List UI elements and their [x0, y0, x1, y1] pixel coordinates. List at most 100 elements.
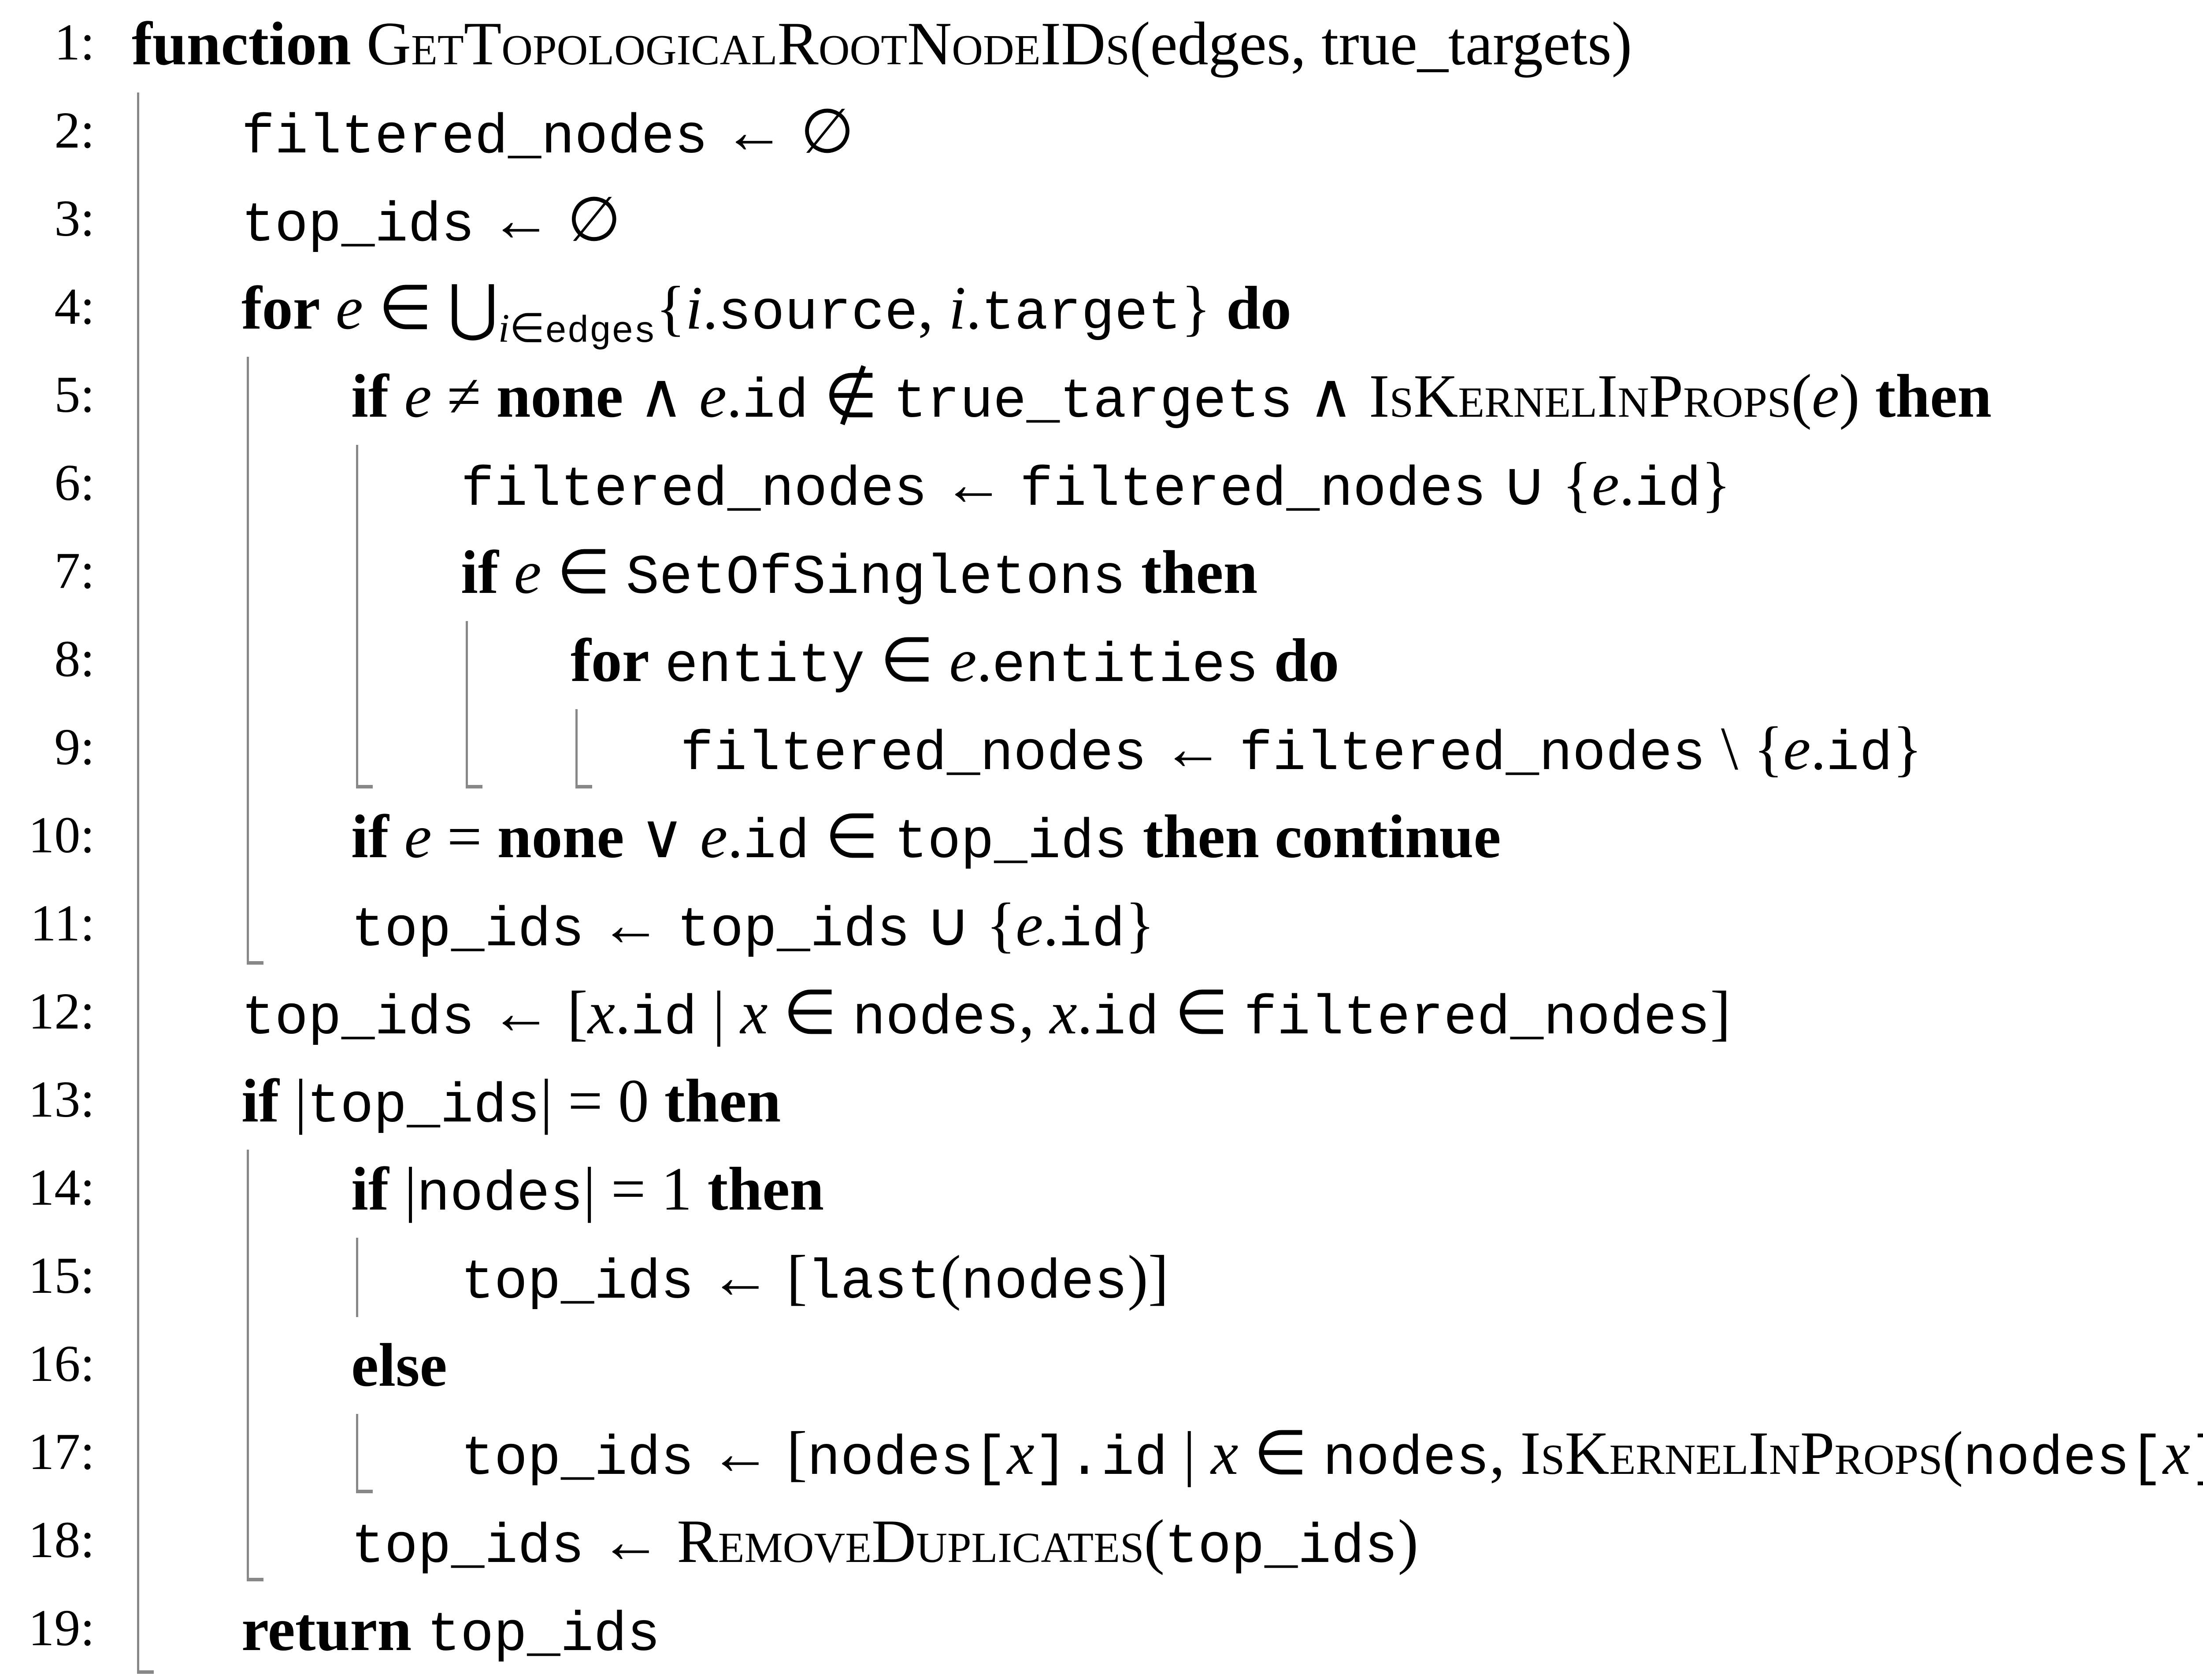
statement: if e ∈ SetOfSingletons then — [461, 538, 1258, 610]
op: ∧ — [1308, 362, 1354, 430]
keyword: return — [241, 1595, 412, 1664]
func: last — [807, 1251, 941, 1314]
var: nodes — [1323, 1428, 1490, 1491]
algo-line-16: 16: else — [0, 1321, 2203, 1410]
keyword: then — [664, 1067, 781, 1135]
var: top_ids — [307, 1075, 540, 1138]
var: top_ids — [351, 899, 585, 962]
block-end-tick — [356, 785, 373, 788]
line-number: 17: — [28, 1423, 95, 1480]
func: RemoveDuplicates — [677, 1507, 1144, 1576]
statement: top_ids ← [last(nodes)] — [461, 1243, 1169, 1314]
op: = — [567, 1067, 603, 1135]
block-guide-function — [137, 93, 139, 1674]
op: = — [611, 1155, 646, 1223]
block-guide-for — [247, 357, 249, 965]
var: top_ids — [351, 1516, 585, 1579]
statement: return top_ids — [241, 1590, 660, 1675]
algo-line-15: 15: top_ids ← [last(nodes)] — [0, 1233, 2203, 1321]
function-header: function GetTopologicalRootNodeIDs(edges… — [132, 4, 1632, 84]
function-params: (edges, true_targets) — [1129, 10, 1632, 78]
line-number: 10: — [28, 806, 95, 864]
block-end-tick — [356, 1490, 373, 1493]
keyword: continue — [1275, 803, 1501, 871]
empty-set: ∅ — [800, 98, 854, 166]
keyword: if — [351, 803, 389, 871]
keyword: else — [351, 1331, 447, 1399]
var: top_ids — [241, 194, 475, 257]
statement: else — [351, 1326, 447, 1405]
var: top_ids — [1165, 1516, 1398, 1579]
assign-arrow: ← — [490, 979, 552, 1047]
statement: top_ids ← [nodes[x].id | x ∈ nodes, IsKe… — [461, 1419, 2203, 1491]
statement: top_ids ← top_ids ∪ {e.id} — [351, 891, 1155, 962]
block-end-tick — [247, 1578, 263, 1581]
var: nodes — [961, 1251, 1128, 1314]
keyword: if — [241, 1067, 279, 1135]
block-guide-else — [356, 1414, 358, 1493]
algo-line-8: 8: for entity ∈ e.entities do — [0, 617, 2203, 705]
algo-line-9: 9: filtered_nodes ← filtered_nodes \ {e.… — [0, 705, 2203, 793]
field: id — [742, 370, 809, 433]
assign-arrow: ← — [709, 1243, 771, 1311]
keyword: then — [1141, 538, 1258, 607]
line-number: 8: — [54, 630, 95, 688]
var: nodes — [807, 1428, 974, 1491]
func: IsKernelInProps — [1369, 362, 1791, 430]
statement: for entity ∈ e.entities do — [571, 626, 1339, 698]
block-guide-for-entity — [575, 709, 578, 788]
algo-line-4: 4: for e ∈ ⋃i∈edges{i.source, i.target} … — [0, 264, 2203, 353]
function-name: GetTopologicalRootNodeIDs — [366, 10, 1130, 78]
field: id — [1101, 1428, 1168, 1491]
func: IsKernelInProps — [1520, 1419, 1943, 1488]
field: entities — [992, 635, 1259, 698]
assign-arrow: ← — [490, 186, 552, 254]
keyword: none — [497, 803, 624, 871]
keyword: do — [1274, 626, 1339, 695]
var: edges — [545, 311, 656, 353]
assign-arrow: ← — [1162, 714, 1224, 783]
var: filtered_nodes — [680, 723, 1147, 786]
algo-line-2: 2: filtered_nodes ← ∅ — [0, 88, 2203, 176]
statement: if e ≠ none ∧ e.id ∉ true_targets ∧ IsKe… — [351, 362, 1992, 433]
keyword: none — [496, 362, 623, 430]
field: id — [1634, 459, 1702, 522]
statement: top_ids ← RemoveDuplicates(top_ids) — [351, 1507, 1419, 1579]
keyword: if — [351, 362, 389, 430]
block-guide-if — [356, 445, 358, 788]
op: ∈ — [880, 626, 934, 695]
line-number: 19: — [28, 1599, 95, 1657]
algo-line-10: 10: if e = none ∨ e.id ∈ top_ids then co… — [0, 793, 2203, 881]
line-number: 14: — [28, 1158, 95, 1216]
op: ∈ — [1254, 1419, 1308, 1488]
block-guide-if-single — [356, 1238, 358, 1317]
keyword: then — [1875, 362, 1992, 430]
statement: if |top_ids| = 0 then — [241, 1067, 781, 1138]
statement: filtered_nodes ← filtered_nodes \ {e.id} — [680, 714, 1922, 786]
op: ∈ — [556, 538, 611, 607]
keyword-function: function — [132, 10, 351, 78]
keyword: if — [461, 538, 499, 607]
var: top_ids — [241, 987, 475, 1050]
var: top_ids — [677, 899, 910, 962]
op: ≠ — [447, 362, 481, 430]
line-number: 13: — [28, 1070, 95, 1128]
op: ∉ — [824, 362, 878, 430]
assign-arrow: ← — [600, 891, 662, 959]
algo-line-14: 14: if |nodes| = 1 then — [0, 1145, 2203, 1233]
line-number: 2: — [54, 101, 95, 159]
keyword: for — [571, 626, 649, 695]
algo-line-11: 11: top_ids ← top_ids ∪ {e.id} — [0, 881, 2203, 969]
var: nodes — [1963, 1428, 2130, 1491]
statement: filtered_nodes ← filtered_nodes ∪ {e.id} — [461, 450, 1731, 522]
keyword: if — [351, 1155, 389, 1223]
op: ∧ — [638, 362, 684, 430]
keyword: do — [1226, 274, 1291, 342]
statement: top_ids ← [x.id | x ∈ nodes, x.id ∈ filt… — [241, 979, 1731, 1050]
var: filtered_nodes — [1243, 987, 1710, 1050]
op: ∪ — [1502, 450, 1547, 518]
var: filtered_nodes — [1020, 459, 1487, 522]
line-number: 9: — [54, 718, 95, 776]
algo-line-18: 18: top_ids ← RemoveDuplicates(top_ids) — [0, 1498, 2203, 1586]
empty-set: ∅ — [567, 186, 621, 254]
